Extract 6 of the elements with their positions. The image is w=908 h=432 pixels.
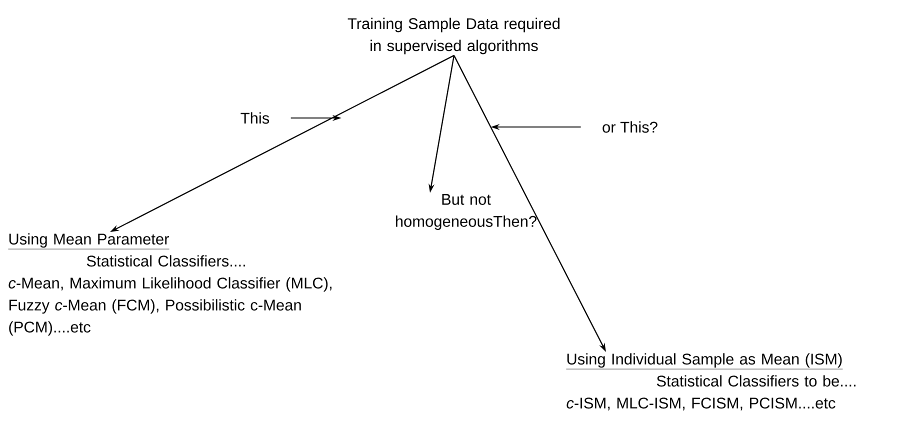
node-text: Training Sample Data required in supervised algorithms bbox=[348, 18, 560, 54]
node-text: or This? bbox=[602, 121, 658, 133]
node-text: But not homogeneousThen? bbox=[396, 194, 536, 230]
classifier-text: Using Individual Sample as Mean (ISM) Statistical Classifiers to be.... c-ISM, MLC-ISM, FCISM, PCISM....etc bbox=[566, 353, 856, 410]
classifier-text: Using Mean Parameter Statistical Classifiers.... c-Mean, Maximum Likelihood Classifier (MLC), Fuzzy c-Mean (FCM), Possibilistic c-Mean (PCM)....etc bbox=[8, 233, 332, 336]
node-text: This bbox=[240, 112, 270, 124]
